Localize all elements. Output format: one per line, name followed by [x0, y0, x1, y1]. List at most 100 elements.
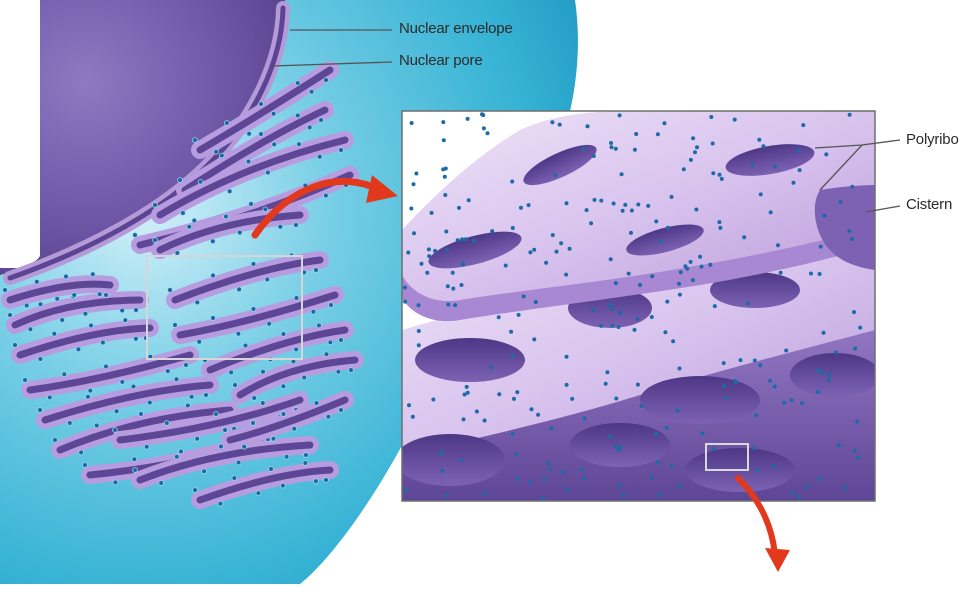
ribosome	[805, 485, 809, 489]
ribosome	[445, 248, 449, 252]
ribosome	[561, 470, 565, 474]
ribosome	[439, 451, 443, 455]
ribosome	[486, 131, 490, 135]
ribosome	[440, 469, 444, 473]
ribosome	[610, 307, 614, 311]
ribosome	[47, 395, 52, 400]
ribosome	[592, 154, 596, 158]
ribosome	[490, 229, 494, 233]
ribosome	[8, 313, 13, 318]
ribosome	[820, 371, 824, 375]
ribosome	[405, 489, 409, 493]
ribosome	[733, 379, 737, 383]
ribosome	[236, 331, 241, 336]
ribosome	[38, 408, 43, 413]
ribosome	[153, 203, 158, 208]
ribosome	[509, 330, 513, 334]
ribosome	[309, 89, 314, 94]
ribosome	[818, 477, 822, 481]
ribosome	[420, 262, 424, 266]
ribosome	[314, 479, 319, 484]
ribosome	[663, 330, 667, 334]
ribosome	[271, 436, 276, 441]
ribosome	[104, 364, 109, 369]
ribosome	[229, 370, 234, 375]
ribosome	[608, 435, 612, 439]
ribosome	[722, 361, 726, 365]
ribosome	[227, 189, 232, 194]
ribosome	[236, 460, 241, 465]
ribosome	[133, 233, 138, 238]
ribosome	[202, 469, 207, 474]
ribosome	[314, 401, 319, 406]
ribosome	[336, 369, 341, 374]
label-polyribosomes: Polyribo	[906, 131, 959, 148]
ribosome	[827, 378, 831, 382]
ribosome	[565, 355, 569, 359]
ribosome	[460, 237, 464, 241]
ribosome	[822, 331, 826, 335]
ribosome	[614, 147, 618, 151]
ribosome	[853, 449, 857, 453]
ribosome	[792, 181, 796, 185]
ribosome	[541, 497, 545, 501]
ribosome	[654, 219, 658, 223]
ribosome	[512, 397, 516, 401]
ribosome	[511, 354, 515, 358]
ribosome	[292, 426, 297, 431]
ribosome	[261, 369, 266, 374]
ribosome	[522, 295, 526, 299]
ribosome	[324, 193, 329, 198]
ribosome	[650, 274, 654, 278]
ribosome	[456, 238, 460, 242]
ribosome	[532, 248, 536, 252]
ribosome	[425, 271, 429, 275]
ribosome	[752, 447, 756, 451]
ribosome	[694, 208, 698, 212]
ribosome	[693, 150, 697, 154]
ribosome	[472, 239, 476, 243]
ribosome	[60, 318, 65, 323]
ribosome	[497, 315, 501, 319]
ribosome	[79, 450, 84, 455]
ribosome	[515, 390, 519, 394]
ribosome	[759, 192, 763, 196]
ribosome	[818, 272, 822, 276]
ribosome	[636, 383, 640, 387]
ribosome	[604, 382, 608, 386]
ribosome	[232, 476, 237, 481]
ribosome	[634, 132, 638, 136]
ribosome	[339, 338, 344, 343]
ribosome	[656, 132, 660, 136]
ribosome	[132, 457, 137, 462]
ribosome	[467, 198, 471, 202]
ribosome	[530, 407, 534, 411]
ribosome	[90, 272, 95, 277]
ribosome	[623, 203, 627, 207]
ribosome	[134, 308, 139, 313]
ribosome	[481, 113, 485, 117]
ribosome	[113, 480, 118, 485]
ribosome	[431, 398, 435, 402]
ribosome	[711, 142, 715, 146]
ribosome	[536, 413, 540, 417]
ribosome	[457, 206, 461, 210]
ribosome	[711, 171, 715, 175]
ribosome	[427, 254, 431, 258]
ribosome	[441, 120, 445, 124]
ribosome	[633, 328, 637, 332]
ribosome	[671, 339, 675, 343]
ribosome	[565, 383, 569, 387]
ribosome	[638, 283, 642, 287]
ribosome	[724, 396, 728, 400]
ribosome	[773, 385, 777, 389]
ribosome	[174, 454, 179, 459]
ribosome	[619, 445, 623, 449]
ribosome	[53, 438, 58, 443]
ribosome	[659, 239, 663, 243]
ribosome	[251, 307, 256, 312]
ribosome	[742, 235, 746, 239]
ribosome	[679, 270, 683, 274]
ribosome	[211, 273, 216, 278]
